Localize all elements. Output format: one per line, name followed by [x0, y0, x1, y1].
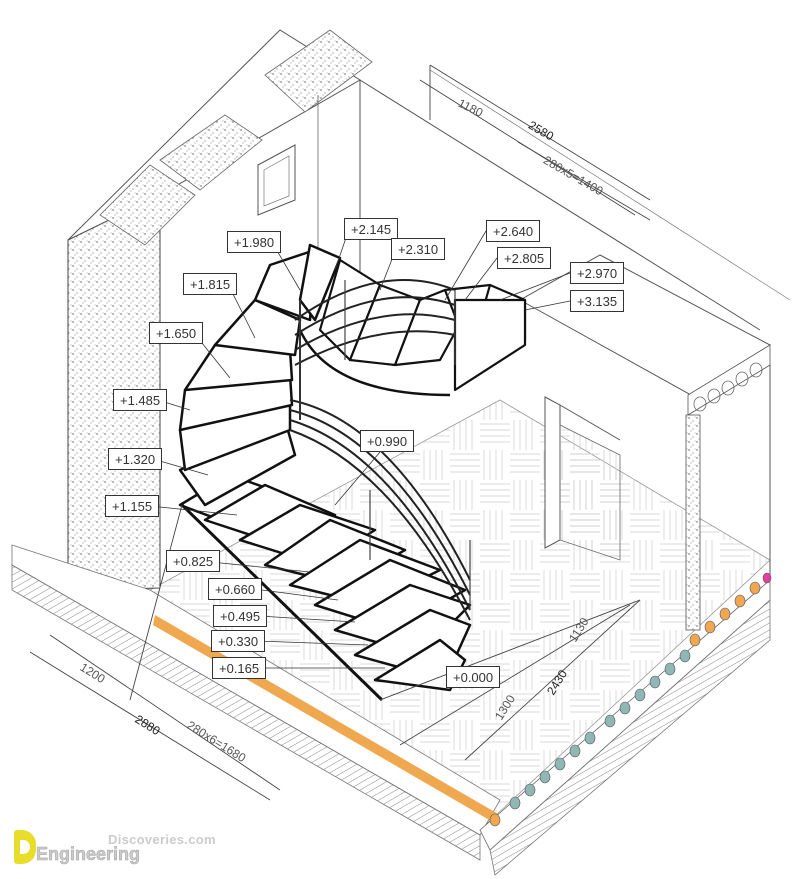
- watermark-top-text: Discoveries.com: [108, 832, 216, 847]
- elevation-label-1-980: +1.980: [227, 231, 282, 253]
- elevation-label-1-485: +1.485: [113, 389, 168, 411]
- ed-logo-icon: [14, 830, 36, 864]
- elevation-label-0-330: +0.330: [211, 630, 266, 652]
- stair-soffit: [298, 329, 451, 397]
- left-hatch-band: [11, 564, 481, 861]
- window: [257, 144, 296, 216]
- right-hatch-band: [489, 599, 771, 876]
- elevation-label-1-320: +1.320: [108, 448, 163, 470]
- slab-voids: [489, 572, 772, 827]
- elevation-label-0-660: +0.660: [208, 578, 263, 600]
- watermark-logo: Discoveries.com Engineering: [8, 826, 218, 870]
- elevation-label-2-970: +2.970: [570, 262, 625, 284]
- landing: [453, 298, 527, 392]
- handrail: [289, 279, 471, 621]
- elevation-label-0-165: +0.165: [212, 657, 267, 679]
- elevation-label-2-310: +2.310: [391, 238, 446, 260]
- elevation-label-1-650: +1.650: [149, 322, 204, 344]
- elevation-label-1-815: +1.815: [183, 273, 238, 295]
- door-opening: [544, 396, 561, 549]
- elevation-label-1-155: +1.155: [105, 495, 160, 517]
- elevation-label-0-825: +0.825: [166, 550, 221, 572]
- dimension-lines: [29, 64, 651, 801]
- elevation-label-0-990: +0.990: [360, 430, 415, 452]
- elevation-label-2-145: +2.145: [344, 218, 399, 240]
- elevation-label-0-000: +0.000: [446, 666, 501, 688]
- watermark-bottom-text: Engineering: [36, 844, 141, 865]
- elevation-label-2-805: +2.805: [497, 247, 552, 269]
- winder-steps: [178, 243, 342, 507]
- elevation-label-3-135: +3.135: [570, 290, 625, 312]
- elevation-label-2-640: +2.640: [486, 220, 541, 242]
- right-column: [685, 414, 701, 631]
- elevation-label-0-495: +0.495: [213, 605, 268, 627]
